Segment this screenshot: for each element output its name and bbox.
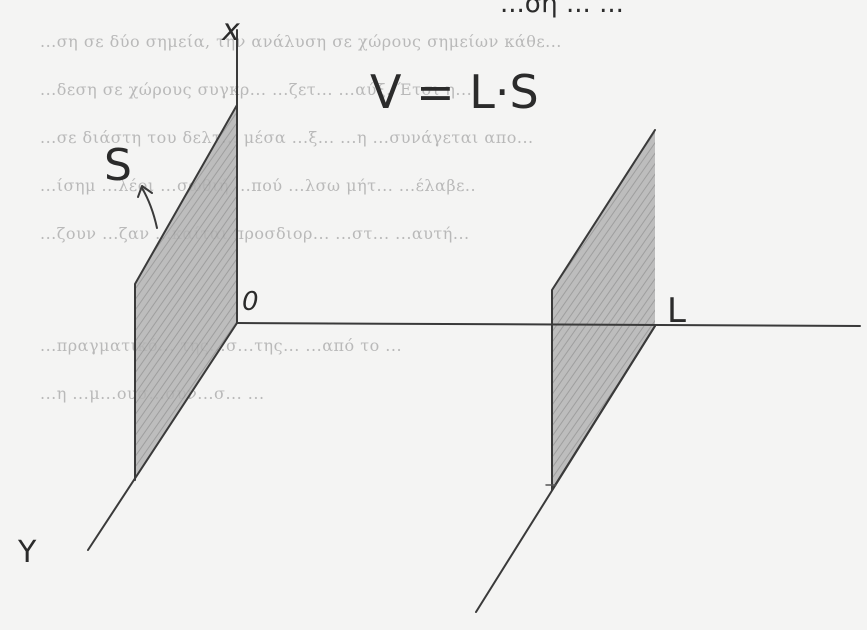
cross-section-left (135, 105, 237, 480)
x-axis-label: x (221, 13, 240, 48)
cross-section-right (552, 130, 655, 490)
length-label: L (667, 291, 686, 331)
bleed-line-3: ...σε διάστη του δελτ... μέσα ...ξ... ..… (40, 128, 534, 147)
y-axis-line (87, 322, 238, 551)
bleed-line-5: ...ζουν ...ζαν ...καίται προσδιορ... ...… (40, 224, 470, 243)
parallel-axis-line (475, 325, 656, 613)
top-scribble: ...ση ... ... (500, 0, 624, 19)
area-label: S (104, 140, 132, 191)
bleed-line-2: ...δεση σε χώρους συγκρ... ...ζετ... ...… (40, 80, 472, 99)
length-axis-line (236, 322, 861, 327)
volume-formula: V = L·S (370, 65, 539, 119)
area-arrow-head (137, 185, 153, 198)
bleed-line-1: ...ση σε δύο σημεία, την ανάλυση σε χώρο… (40, 32, 562, 51)
origin-label: 0 (242, 287, 259, 317)
area-arrow (141, 187, 158, 229)
cross-section-left-edge (134, 104, 238, 481)
y-axis-label: Y (17, 535, 37, 570)
